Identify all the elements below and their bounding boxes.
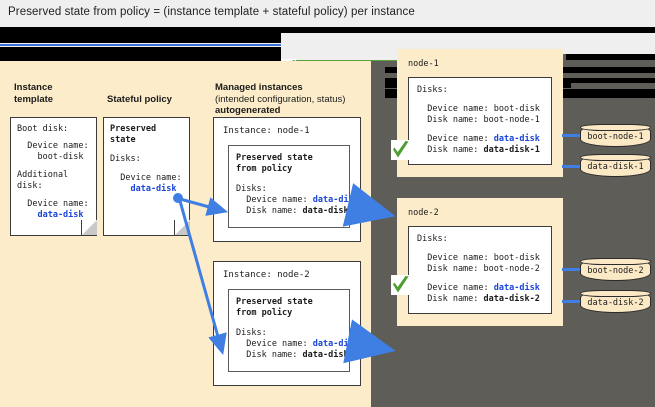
sp-line-2: state [110,135,136,145]
status-check-node-1 [391,140,410,160]
it-gap-3 [17,192,92,199]
it-line-3: boot-disk [17,152,84,162]
mi2-preserved-state-box: Preserved state from policy Disks: Devic… [228,289,359,372]
node-1-title: node-1 [408,59,439,69]
mi2-disk-name-value: data-disk-2 [302,350,359,360]
status-check-node-2 [391,275,410,295]
node-2-disks-box: Disks: Device name: boot-disk Disk name:… [408,226,552,314]
mi2-preserved-title-1: Preserved state [236,297,313,307]
mi1-preserved-title-1: Preserved state [236,153,313,163]
node2-data-disk-value: data-disk-2 [483,294,540,304]
node2-data-device-value: data-disk [493,283,540,293]
node1-gap-2 [417,126,540,134]
legend-band [0,27,655,61]
mi1-disks-label: Disks: [236,184,267,194]
node1-boot-device: Device name: boot-disk [417,104,540,114]
legend-redaction-f [566,54,655,60]
sp-gap-2 [110,165,185,173]
it-line-4: Additional [17,170,69,180]
sp-line-3: Disks: [110,154,141,164]
legend-redaction-b [0,47,281,61]
column-label-managed-instances-auto: autogenerated [215,105,281,116]
green-check-icon [393,276,409,293]
disk-cylinder-boot-node-1: boot-node-1 [580,124,651,147]
node-panel-node-1: node-1 Disks: Device name: boot-disk Dis… [397,49,563,177]
mi1-device-name-label: Device name: [236,195,313,205]
green-check-icon [393,141,409,158]
page-title: Preserved state from policy = (instance … [8,6,415,18]
column-label-managed-instances-sub: (intended configuration, status) [215,93,346,105]
mi2-device-name-value: data-disk [312,339,359,349]
disk-cylinder-data-disk-2: data-disk-2 [580,290,651,313]
mi2-disk-name-label: Disk name: [236,350,303,360]
disk-label-data-disk-1: data-disk-1 [587,162,644,172]
legend-redaction-a [0,33,281,43]
mi1-disk-name-value: data-disk-1 [302,206,359,216]
gray-panel-header-redaction-1b [571,78,655,83]
sp-line-5: data-disk [110,184,177,194]
node1-disks-label: Disks: [417,85,448,95]
node1-data-device-label: Device name: [417,134,494,144]
disk-connector-data-disk-1 [562,165,580,168]
it-line-2: Device name: [17,141,89,151]
node1-gap-1 [417,96,540,104]
sp-line-4: Device name: [110,173,182,183]
it-line-5: disk: [17,181,43,191]
disk-label-boot-node-2: boot-node-2 [587,266,644,276]
node2-data-device-label: Device name: [417,283,494,293]
mi1-gap [236,175,359,184]
disk-connector-data-disk-2 [562,300,580,303]
it-line-1: Boot disk: [17,124,69,134]
card-instance-template: Boot disk: Device name: boot-disk Additi… [10,117,97,236]
page-fold-corner [81,220,97,236]
node-1-disks-box: Disks: Device name: boot-disk Disk name:… [408,77,552,165]
mi1-disk-name-label: Disk name: [236,206,303,216]
disk-label-boot-node-1: boot-node-1 [587,132,644,142]
disk-cylinder-boot-node-2: boot-node-2 [580,258,651,281]
node2-gap-1 [417,245,540,253]
node1-data-disk-value: data-disk-1 [483,145,540,155]
sp-gap-1 [110,146,185,154]
node2-boot-device: Device name: boot-disk [417,253,540,263]
node-panel-node-2: node-2 Disks: Device name: boot-disk Dis… [397,198,563,326]
card-managed-instance-node-1: Instance: node-1 Preserved state from po… [213,117,361,242]
column-label-managed-instances: Managed instances [215,82,303,93]
mi2-preserved-title-2: from policy [236,308,293,318]
it-line-6: Device name: [17,199,89,209]
mi1-device-name-value: data-disk [312,195,359,205]
mi2-gap [236,319,359,328]
page-fold-corner [174,220,190,236]
sp-line-1: Preserved [110,124,157,134]
legend-redaction-top [0,27,655,33]
it-gap-2 [17,163,92,170]
it-line-7: data-disk [17,210,84,220]
disk-connector-boot-node-2 [562,268,580,271]
card-managed-instance-node-2: Instance: node-2 Preserved state from po… [213,261,361,386]
mi1-instance-line: Instance: node-1 [223,126,310,136]
mi2-instance-line: Instance: node-2 [223,270,310,280]
column-label-stateful-policy: Stateful policy [107,94,172,105]
mi2-disks-label: Disks: [236,328,267,338]
mi1-preserved-title-2: from policy [236,164,293,174]
node2-data-disk-label: Disk name: [417,294,484,304]
node2-gap-2 [417,275,540,283]
mi1-preserved-state-box: Preserved state from policy Disks: Devic… [228,145,359,228]
node2-boot-disk: Disk name: boot-node-2 [417,264,540,274]
node1-data-device-value: data-disk [493,134,540,144]
green-check-icon [292,60,296,61]
card-stateful-policy: Preserved state Disks: Device name: data… [103,117,190,236]
disk-cylinder-data-disk-1: data-disk-1 [580,154,651,177]
node2-disks-label: Disks: [417,234,448,244]
node1-data-disk-label: Disk name: [417,145,484,155]
legend-blue-rule-left [0,44,281,46]
node1-boot-disk: Disk name: boot-node-1 [417,115,540,125]
mi2-device-name-label: Device name: [236,339,313,349]
disk-connector-boot-node-1 [562,134,580,137]
legend-check-box [281,59,297,61]
node-2-title: node-2 [408,208,439,218]
disk-label-data-disk-2: data-disk-2 [587,298,644,308]
legend-green-bar-1 [296,60,416,61]
